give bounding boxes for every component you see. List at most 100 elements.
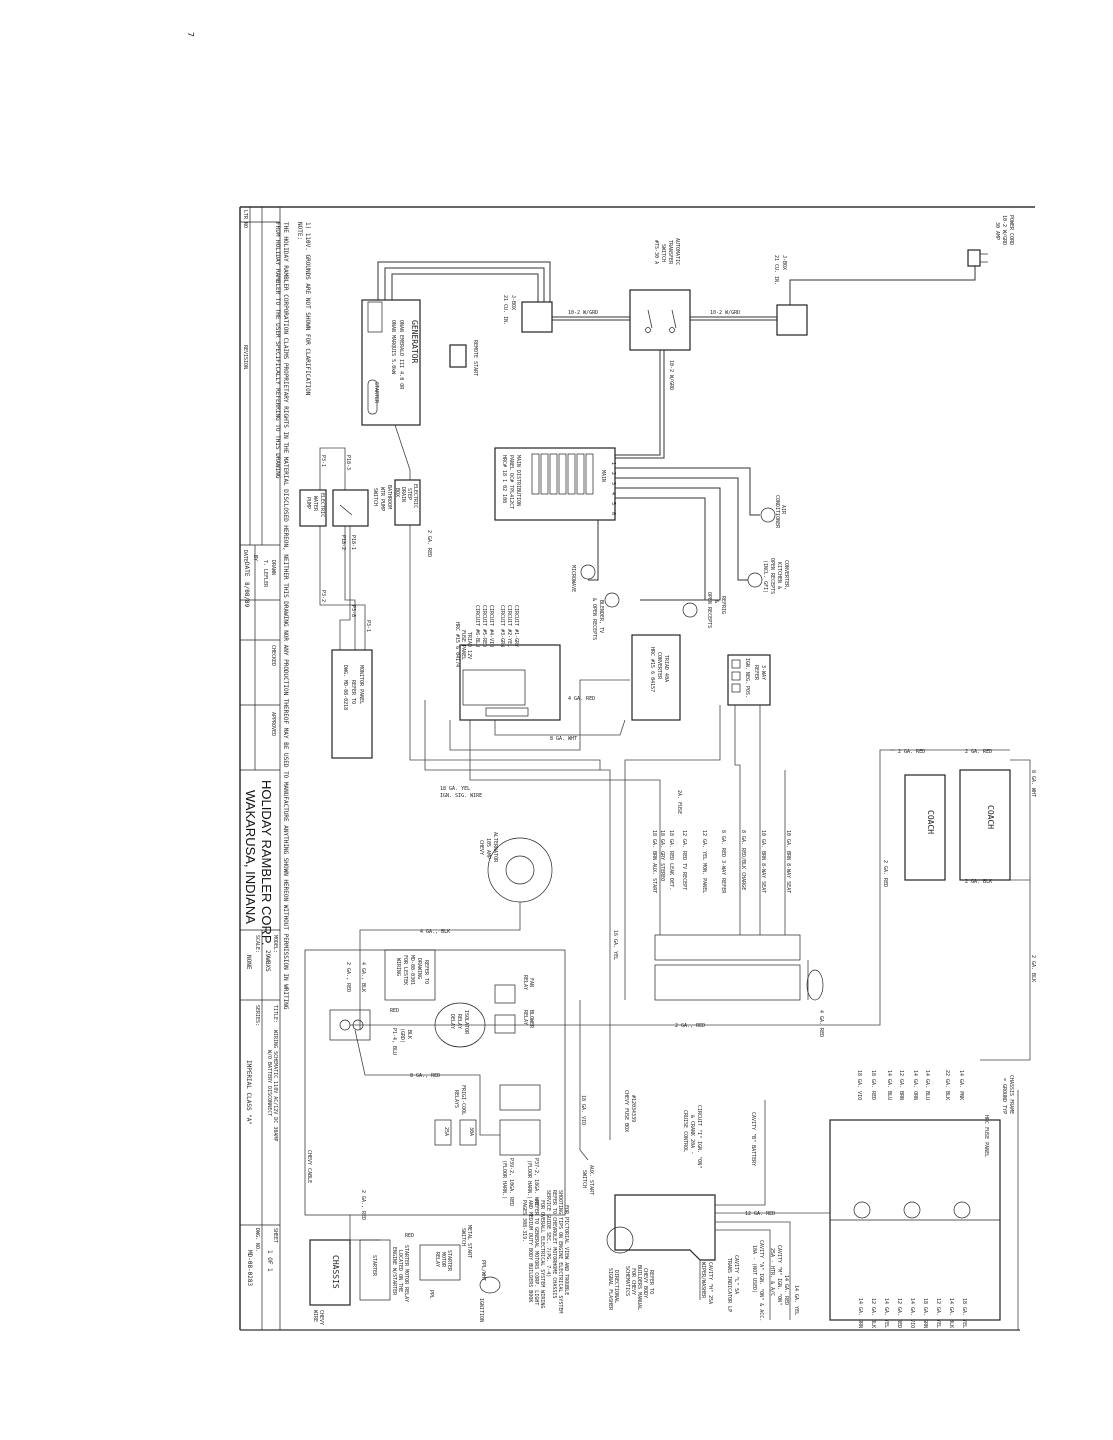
- chevy-refer-note: BUILDERS MANUAL: [636, 1265, 642, 1310]
- step-box-label: DRAIN: [400, 487, 406, 502]
- wire-label: 2 GA., RED: [360, 1190, 366, 1220]
- hrc-wire-label: 14 GA. YEL: [883, 1298, 889, 1328]
- note-1: 1) 110V. GROUNDS ARE NOT SHOWN FOR CLARI…: [304, 222, 311, 396]
- svg-text:SERVICE GUIDE SEC. 7(PG. 7-4): SERVICE GUIDE SEC. 7(PG. 7-4): [545, 1190, 551, 1277]
- breaker-number: 6: [610, 512, 616, 515]
- chevy-wire-label: CHEVY: [318, 1310, 324, 1325]
- main-panel-label: HRC# 18 1 02 108: [501, 455, 507, 503]
- hrc-wire-label: 12 GA. BLK: [870, 1298, 876, 1328]
- battery-wire-label: 2 GA. RED: [882, 860, 888, 887]
- approved-label: APPROVED: [270, 712, 276, 736]
- jbox-right-label: J-BOX: [781, 255, 787, 270]
- refer-label: 3-WAY: [760, 665, 766, 680]
- terminal-wire-label: 12 GA. YEL MON. PANEL: [701, 830, 707, 893]
- transfer-switch-label: #TS-30 A: [653, 240, 659, 264]
- terminal-wire-label: 12 GA. RED TV RECEPT: [681, 830, 687, 890]
- converter-label: CONVERTER: [656, 652, 662, 680]
- battery-wire-label: 4 GA. RED: [818, 1010, 824, 1037]
- chevy-cable-label: CHEVY CABLE: [306, 1150, 312, 1183]
- wire-label: (GRD): [399, 1028, 405, 1043]
- fan-relay-label: RELAY: [522, 975, 528, 990]
- jbox-left: [521, 301, 553, 333]
- water-pump-switch: [332, 489, 369, 527]
- step-box-label: ELECTRIC: [412, 484, 418, 508]
- refer-terminal: IGN.: [744, 658, 750, 670]
- water-pump-label: ELECTRIC: [319, 493, 325, 517]
- wire-label: 2 GA. RED: [426, 530, 432, 557]
- wire-label: PPL: [428, 1290, 434, 1299]
- checked-label: CHECKED: [270, 645, 276, 666]
- svg-text:REFER TO CHEVROLET MOTORHOME C: REFER TO CHEVROLET MOTORHOME CHASSIS: [551, 1190, 557, 1298]
- breaker-number: 2: [610, 472, 616, 475]
- terminal-wire-label: 18 GA. BRN AUX. START: [651, 830, 657, 893]
- connector-label: P18-3: [345, 455, 351, 470]
- step-box-label: BOX: [394, 488, 400, 497]
- model-label: MODEL:: [272, 935, 278, 953]
- power-cord-label: POWER CORD: [1008, 215, 1014, 245]
- starter-relay-note: STARTER MOTOR RELAY: [403, 1245, 409, 1302]
- pump-switch-label: SWITCH: [372, 488, 378, 506]
- power-cord-label: 10-2 W/GRD: [1001, 215, 1007, 245]
- p39-label: P39-2, 10GA. RED: [508, 1158, 514, 1206]
- flasher-label: SIGNAL FLASHER: [607, 1268, 613, 1311]
- main-panel-label: PANEL OC# TPL412CT: [508, 455, 514, 509]
- starter-relay-note: ENGINE W/STARTER: [391, 1247, 397, 1296]
- monitor-panel-label: REFER TO: [350, 680, 356, 704]
- coach-battery-label: COACH: [986, 805, 995, 829]
- ign-sig-wire-label: 18 GA. YEL: [440, 786, 470, 792]
- svg-text:FOR OVERALL ELECTRICAL SYSTEM: FOR OVERALL ELECTRICAL SYSTEM WIRING: [539, 1200, 545, 1308]
- fuse-panel-label: HRC #15 6 04174: [454, 622, 460, 667]
- terminal-wire-label: 10 GA. BRN 8-WAY SEAT: [785, 830, 791, 893]
- starter-relay-label: MOTOR: [440, 1252, 446, 1268]
- wire-label: 12 GA. RED: [745, 1211, 775, 1217]
- engine-compartment: [304, 837, 566, 1306]
- metal-switch-label: METAL START: [466, 1225, 472, 1258]
- connector-label: P18-2: [340, 535, 346, 550]
- date-header: DATE: [242, 550, 248, 562]
- breaker-main: MAIN: [600, 470, 606, 482]
- load-converter: CONVERTER,: [783, 560, 789, 590]
- date-label: DATE: [243, 562, 250, 577]
- model-value: 29WBXS: [264, 950, 271, 972]
- load-blender: & OPEN RECEPTS: [591, 598, 597, 640]
- circuit-label: CIRCUIT #1-GRY: [513, 605, 519, 647]
- power-cord-label: 30 AMP: [994, 222, 1000, 240]
- battery-wire-label: 16 GA. YEL: [612, 930, 618, 960]
- wire-label: 14 GA. RED: [783, 1275, 789, 1305]
- frigi-cool-label: RELAYS: [453, 1090, 459, 1108]
- load-converter: OPEN RECEPTS: [769, 558, 775, 594]
- chevy-fuse-box-label: CHEVY FUSE BOX: [623, 1090, 629, 1132]
- remote-start-switch: [449, 344, 467, 368]
- cavity-a-label: 10A - (NOT USED): [751, 1245, 757, 1293]
- title-block: LTR NO REVISION BY DATE DRAWN T. LEFLER …: [240, 207, 280, 1330]
- circuit-i-label: & CRANK 20A -: [689, 1115, 695, 1154]
- svg-text:PAGES 308-319.: PAGES 308-319.: [521, 1200, 527, 1242]
- main-panel-label: MAIN DISTRIBUTION: [515, 455, 521, 506]
- dwg-no-label: DWG. NO.: [254, 1228, 260, 1252]
- wire-label: 10-2 W/GRD: [710, 310, 740, 316]
- svg-text:SHOOTING TIPS ON ENGINE ELECTR: SHOOTING TIPS ON ENGINE ELECTRICAL SYSTE…: [557, 1190, 563, 1313]
- transfer-switch-label: AUTOMATIC: [674, 238, 680, 265]
- monitor-panel: [331, 649, 373, 759]
- transfer-switch: [629, 289, 691, 351]
- dwg-no-value: MD-08-0283: [246, 1250, 253, 1287]
- wire-label: 10-2 W/GRD: [668, 360, 674, 390]
- hrc-wire-label: 14 GA. BLK: [948, 1298, 954, 1328]
- blower-relay-label: RELAY: [522, 1010, 528, 1025]
- svg-text:FOR PICTORIAL VIEW AND TROUBLE: FOR PICTORIAL VIEW AND TROUBLE: [563, 1205, 569, 1295]
- cavity-h-label: WIPER/WASHER: [700, 1262, 706, 1299]
- ignition-label: IGNITION: [478, 1298, 484, 1322]
- water-pump-label: PUMP: [305, 497, 311, 509]
- hrc-wire-label: 12 GA. YEL: [935, 1298, 941, 1328]
- connector-label: P3-8: [350, 605, 356, 617]
- wire-label: 4 GA. RED: [568, 696, 595, 702]
- chevy-refer-note: FOR CHEVY: [630, 1268, 636, 1295]
- fuse-2a-label: 2A. FUSE: [676, 790, 682, 814]
- chevy-wire-label: WIRE: [312, 1310, 318, 1322]
- wire-label: RED: [405, 1233, 414, 1239]
- load-converter: (INCL. GFI): [762, 560, 768, 593]
- refer-terminal: POS.: [744, 686, 750, 698]
- triad-converter: [631, 634, 681, 721]
- relay-25a: 25A: [443, 1127, 449, 1136]
